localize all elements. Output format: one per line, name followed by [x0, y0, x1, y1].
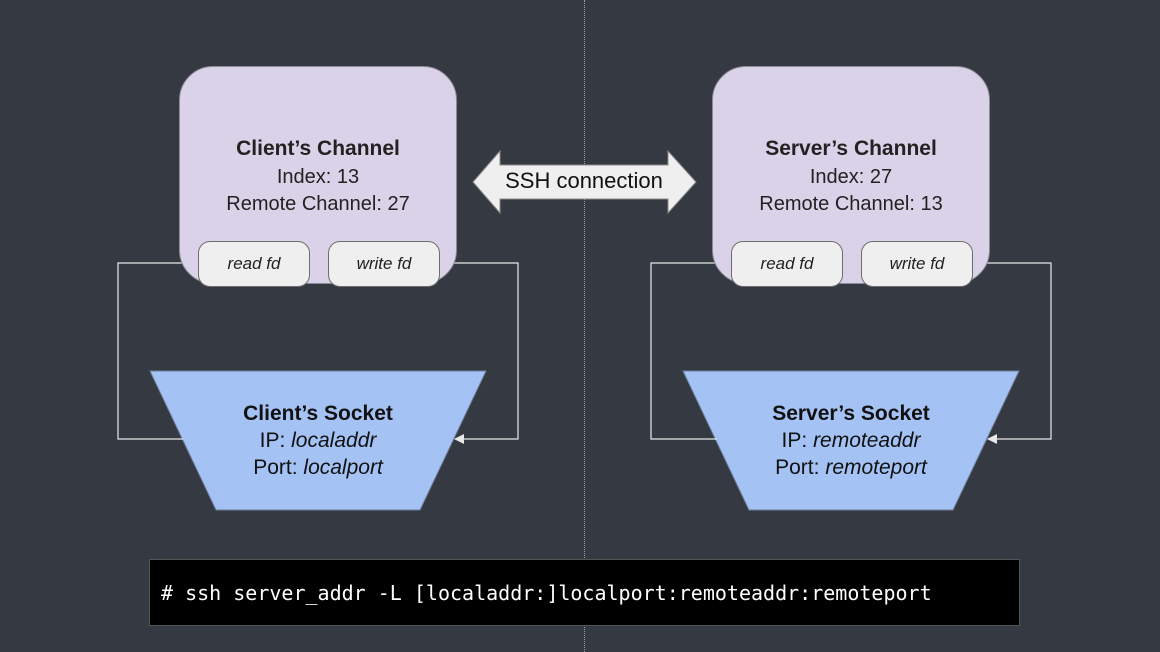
- server-channel-remote: Remote Channel: 13: [759, 193, 943, 215]
- server-channel-title: Server’s Channel: [765, 137, 937, 160]
- server-read-fd: read fd: [731, 241, 843, 287]
- server-socket: Server’s Socket IP: remoteaddr Port: rem…: [731, 400, 971, 481]
- command-text: # ssh server_addr -L [localaddr:]localpo…: [161, 580, 932, 605]
- command-line: # ssh server_addr -L [localaddr:]localpo…: [149, 559, 1020, 626]
- server-socket-ip-value: remoteaddr: [813, 429, 921, 452]
- server-socket-port-label: Port:: [775, 456, 820, 479]
- client-socket-to-read-fd-connector: [117, 258, 197, 440]
- client-socket-shape: [149, 370, 487, 511]
- server-socket-to-read-fd-connector: [650, 258, 730, 440]
- server-write-fd: write fd: [861, 241, 973, 287]
- client-channel: Client’s Channel Index: 13 Remote Channe…: [179, 66, 457, 287]
- client-socket-title: Client’s Socket: [243, 402, 393, 425]
- client-channel-index: Index: 13: [276, 166, 360, 188]
- client-socket-ip-label: IP:: [259, 429, 286, 452]
- client-socket: Client’s Socket IP: localaddr Port: loca…: [198, 400, 438, 481]
- server-socket-port-value: remoteport: [825, 456, 927, 479]
- server-channel: Server’s Channel Index: 27 Remote Channe…: [712, 66, 990, 287]
- server-socket-ip: IP: remoteaddr: [731, 427, 971, 454]
- server-socket-port: Port: remoteport: [731, 454, 971, 481]
- client-socket-port-value: localport: [303, 456, 383, 479]
- ssh-connection-label: SSH connection: [505, 168, 663, 193]
- client-write-fd: write fd: [328, 241, 440, 287]
- client-socket-ip: IP: localaddr: [198, 427, 438, 454]
- center-divider: [584, 0, 585, 652]
- server-socket-shape: [682, 370, 1020, 511]
- client-read-fd: read fd: [198, 241, 310, 287]
- server-socket-ip-label: IP:: [781, 429, 808, 452]
- client-channel-remote: Remote Channel: 27: [226, 193, 410, 215]
- server-channel-index: Index: 27: [809, 166, 893, 188]
- client-socket-ip-value: localaddr: [291, 429, 377, 452]
- server-write-fd-to-socket-connector: [971, 262, 1052, 444]
- client-socket-port-label: Port:: [253, 456, 298, 479]
- ssh-connection-arrow: [472, 149, 697, 215]
- server-socket-title: Server’s Socket: [772, 402, 930, 425]
- client-write-fd-to-socket-connector: [438, 262, 519, 444]
- client-socket-port: Port: localport: [198, 454, 438, 481]
- client-channel-title: Client’s Channel: [236, 137, 400, 160]
